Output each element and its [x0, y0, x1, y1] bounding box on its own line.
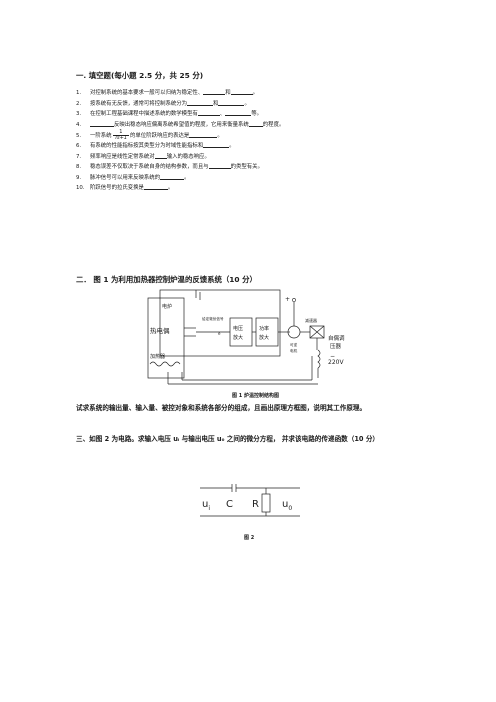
- answer-blank[interactable]: [90, 120, 114, 127]
- question-text-mid: 输入的稳态响应。: [166, 153, 210, 160]
- question-text-pre: 在控制工程基础课程中描述系统的数学模型有: [90, 111, 198, 118]
- question-7: 7. 频率响应是线性定常系统对 输入的稳态响应。: [76, 152, 210, 161]
- fig1-power-amp-line2: 放大: [259, 334, 269, 341]
- answer-blank[interactable]: [160, 173, 185, 180]
- question-number: 3.: [76, 111, 82, 118]
- fig1-motor-line2: 电机: [290, 348, 298, 353]
- furnace-box: [147, 297, 185, 379]
- fig1-furnace-label: 电炉: [162, 303, 172, 310]
- answer-blank[interactable]: [187, 99, 214, 106]
- question-text-pre: 脉冲信号可以用来反映系统的: [90, 174, 161, 181]
- answer-blank[interactable]: [230, 88, 253, 95]
- question-text-post: 。: [167, 185, 174, 192]
- fig1-e-label: e: [218, 331, 221, 336]
- question-text-mid: 的单位阶跃响应的表达是: [130, 133, 190, 140]
- question-6: 6. 有系统的性能指标按其类型分为时域性能指标和 。: [76, 141, 235, 150]
- question-10: 10. 阶跃信号的拉氏变换是 。: [76, 183, 173, 192]
- question-text-post: 。: [244, 100, 250, 107]
- question-text-post: 。: [229, 143, 235, 149]
- fig1-voltage-label: 220V: [328, 359, 344, 366]
- fig1-thermocouple-label: 热电偶: [150, 326, 170, 335]
- question-text-pre: 按系统有无反馈，通常可将控制系统分为: [90, 100, 188, 107]
- question-8: 8. 稳态误差不仅取决于系统自身的结构参数，而且与 的类型有关。: [76, 162, 263, 171]
- answer-blank[interactable]: [208, 162, 231, 170]
- question-number: 7.: [76, 153, 82, 160]
- section2-task: 试求系统的输出量、输入量、被控对象和系统各部分的组成，且画出原理方框图，说明其工…: [76, 404, 367, 412]
- answer-blank[interactable]: [203, 88, 226, 95]
- answer-blank[interactable]: [189, 131, 218, 139]
- question-text-post: 等。: [251, 111, 263, 118]
- figure2-caption: 图 2: [244, 535, 255, 541]
- fig1-voltage-amp-line1: 电压: [233, 325, 243, 332]
- fig1-autotransformer-line2: 压器: [330, 343, 342, 350]
- question-9: 9. 脉冲信号可以用来反映系统的 。: [76, 173, 190, 182]
- fig1-voltage-amp-line2: 放大: [233, 334, 243, 341]
- question-text-mid: 的类型有关。: [230, 164, 263, 171]
- fig1-autotransformer-line1: 自偶调: [328, 334, 345, 342]
- question-4: 4. 反映出稳态响应偏离系统希望值的程度，它用来衡量系统 的程度。: [76, 120, 284, 129]
- section1-heading: 一. 填空题(每小题 2.5 分，共 25 分): [76, 71, 204, 80]
- autotransformer-coil: [317, 349, 321, 369]
- question-text-pre: 稳态误差不仅取决于系统自身的结构参数，而且与: [90, 164, 209, 171]
- resistor-symbol: [261, 493, 271, 513]
- figure1-caption: 图 1 炉温控制结构图: [232, 393, 279, 399]
- circuit-c-label: C: [226, 499, 233, 510]
- question-number: 10.: [76, 185, 85, 192]
- heater-coil: [149, 361, 181, 367]
- question-number: 9.: [76, 174, 82, 181]
- fig1-power-amp-line1: 功率: [259, 325, 269, 332]
- question-text-post: 。: [184, 174, 190, 181]
- fig1-setpoint-label: 给定毫伏信号: [202, 316, 224, 321]
- circuit-ui-label: ui: [202, 499, 210, 512]
- fig1-minus-sign: −: [330, 353, 335, 360]
- question-text-pre: 对控制系统的基本要求一般可以归纳为稳定性、: [90, 90, 204, 96]
- answer-blank[interactable]: [197, 109, 220, 117]
- question-number: 1.: [76, 90, 82, 96]
- fig1-motor-line1: 可逆: [290, 342, 298, 347]
- question-text-post: 。: [217, 133, 223, 140]
- answer-blank[interactable]: [154, 152, 167, 159]
- question-text-mid: 和: [225, 90, 231, 96]
- question-text-mid: 、: [219, 111, 226, 118]
- question-text-pre: 阶跃信号的拉氏变换是: [90, 185, 144, 192]
- question-text-pre: 频率响应是线性定常系统对: [90, 153, 155, 160]
- question-1: 1. 对控制系统的基本要求一般可以归纳为稳定性、 和 。: [76, 88, 258, 97]
- question-3: 3. 在控制工程基础课程中描述系统的数学模型有 、 等。: [76, 109, 262, 118]
- fig1-reducer-label: 减速器: [305, 317, 317, 323]
- question-text-pre: 有系统的性能指标按其类型分为时域性能指标和: [90, 143, 204, 149]
- question-text-pre: 一阶系统: [90, 133, 112, 140]
- question-text-post: 的程度。: [262, 121, 285, 128]
- answer-blank[interactable]: [203, 141, 230, 148]
- answer-blank[interactable]: [218, 99, 245, 106]
- question-text-mid: 和: [213, 100, 219, 107]
- question-number: 4.: [76, 121, 82, 128]
- fig1-plus-sign: +: [285, 296, 290, 303]
- question-2: 2. 按系统有无反馈，通常可将控制系统分为 和 。: [76, 99, 250, 108]
- answer-blank[interactable]: [143, 183, 168, 191]
- answer-blank[interactable]: [248, 120, 263, 127]
- question-text-mid: 反映出稳态响应偏离系统希望值的程度，它用来衡量系统: [114, 121, 249, 128]
- furnace-control-diagram: 电炉 热电偶 加热器 给定毫伏信号 e 电压 放大 功率 放大 减速器 可逆 电…: [147, 289, 345, 385]
- circuit-r-label: R: [252, 499, 259, 510]
- question-number: 5.: [76, 133, 82, 140]
- power-amplifier-box: [255, 317, 279, 347]
- circuit-uo-label: u0: [282, 499, 292, 512]
- section2-heading: 二． 图 1 为利用加热器控制炉温的反馈系统（10 分）: [76, 275, 257, 284]
- question-number: 8.: [76, 164, 82, 171]
- question-text-post: 。: [252, 90, 259, 96]
- voltage-amplifier-box: [229, 317, 253, 347]
- question-number: 2.: [76, 100, 82, 107]
- rc-circuit-diagram: ui C R u0: [200, 484, 300, 517]
- fig1-heater-label: 加热器: [150, 353, 165, 360]
- question-number: 6.: [76, 143, 82, 149]
- answer-blank[interactable]: [225, 109, 252, 117]
- section3-heading: 三、如图 2 为电路。求输入电压 uᵢ 与输出电压 u₀ 之间的微分方程， 并求…: [76, 435, 380, 443]
